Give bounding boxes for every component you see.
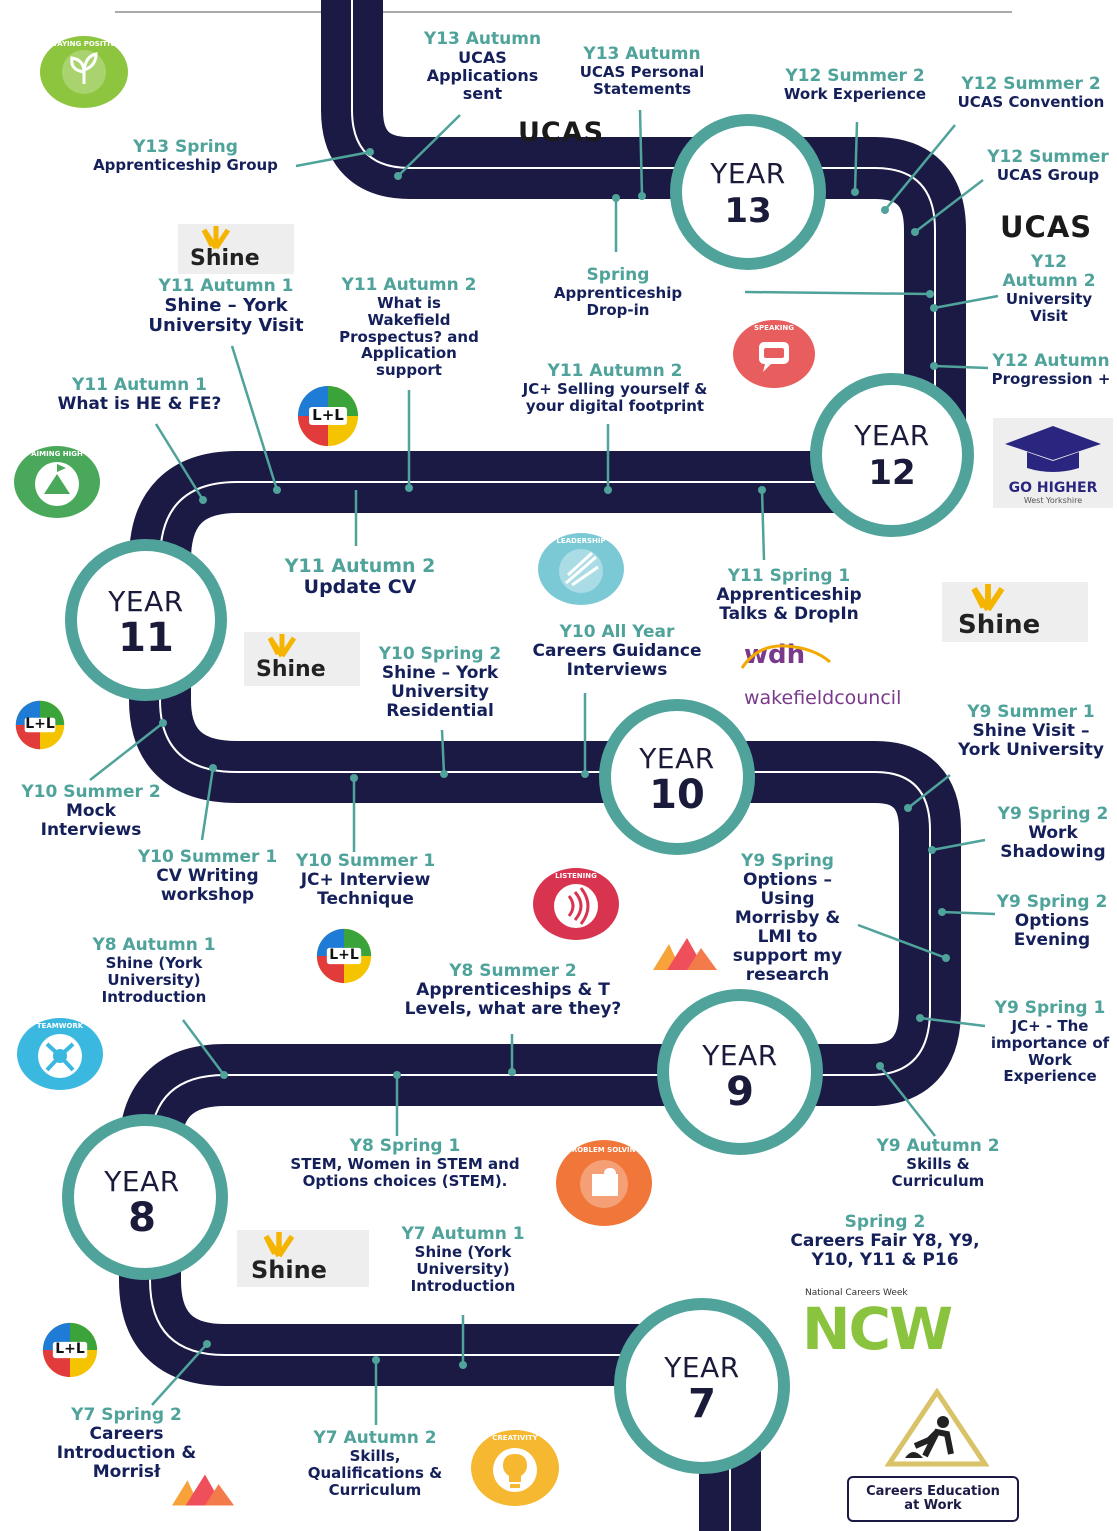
aiming-high-badge: AIMING HIGH	[14, 446, 100, 518]
year-8-ring	[62, 1114, 228, 1280]
ll-logo: L+L	[297, 385, 359, 447]
plant-icon	[70, 52, 98, 84]
warning-sign-icon	[885, 1388, 989, 1467]
ll-quadrant-icon	[298, 386, 358, 446]
careers-education-logo: Careers Education at Work	[847, 1476, 1019, 1522]
ll-quadrant-icon	[42, 1322, 98, 1378]
ncw-caption: National Careers Week	[805, 1288, 908, 1298]
year-7-ring	[614, 1298, 790, 1474]
leadership-badge: LEADERSHIP	[538, 533, 624, 605]
morrisby-logo	[653, 938, 717, 970]
ucas-logo-2: UCAS	[1000, 210, 1093, 244]
sound-waves-icon	[567, 887, 590, 925]
wdh-swoosh-icon	[740, 644, 831, 669]
speaking-badge: SPEAKING	[733, 320, 815, 388]
go-higher-logo: GO HIGHER West Yorkshire	[993, 418, 1113, 508]
shine-sun-icon	[201, 226, 231, 250]
year-12-ring	[810, 373, 974, 537]
ll-quadrant-icon	[15, 700, 65, 750]
morrisby-logo-2	[172, 1474, 235, 1506]
ncw-logo: NCW	[802, 1295, 953, 1363]
year-11-ring	[65, 539, 227, 701]
creativity-badge: CREATIVITY	[471, 1430, 559, 1506]
speech-bubble-icon	[764, 348, 784, 358]
road-centre-line	[149, 0, 936, 1531]
puzzle-piece-icon	[592, 1168, 618, 1196]
shine-logo-3: Shine	[942, 582, 1088, 642]
teamwork-badge: TEAMWORK	[17, 1018, 103, 1090]
graduation-cap-icon	[1005, 426, 1101, 472]
shine-sun-icon	[971, 584, 1005, 612]
ucas-logo: UCAS	[518, 117, 605, 148]
people-network-icon	[45, 1042, 75, 1072]
listening-badge: LISTENING	[533, 868, 619, 940]
ll-logo-3: L+L	[313, 928, 375, 984]
shine-logo-2: Shine	[244, 632, 360, 686]
ll-logo-4: L+L	[39, 1322, 101, 1378]
shine-logo: Shine	[178, 224, 294, 274]
spotlight-icon	[565, 551, 599, 587]
year-9-ring	[657, 989, 823, 1155]
shine-logo-4: Shine	[237, 1230, 369, 1287]
ll-quadrant-icon	[316, 928, 372, 984]
year-13-ring	[670, 114, 826, 270]
mountain-flag-icon	[57, 464, 66, 474]
problem-solving-badge: PROBLEM SOLVING	[556, 1140, 652, 1226]
staying-positive-badge: STAYING POSITIVE	[40, 36, 128, 108]
shine-sun-icon	[263, 1232, 295, 1258]
year-10-ring	[599, 699, 755, 855]
ll-logo-2: L+L	[9, 700, 71, 750]
lightbulb-icon	[510, 1484, 520, 1488]
wakefield-council-logo: wakefieldcouncil	[744, 687, 902, 709]
shine-sun-icon	[267, 634, 297, 658]
